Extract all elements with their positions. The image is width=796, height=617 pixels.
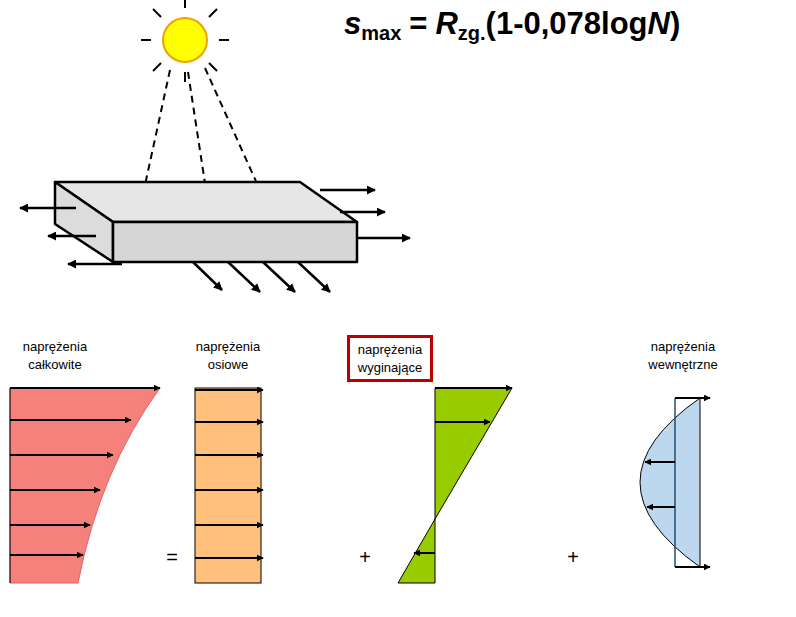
slab: [55, 182, 357, 262]
formula-part: N: [648, 6, 670, 41]
fatigue-formula: smax =Rzg.(1-0,078logN): [344, 6, 680, 45]
operator: =: [166, 546, 178, 569]
formula-part: s: [344, 6, 361, 41]
bending-stress-diagram: [398, 388, 512, 583]
operator: +: [567, 546, 579, 569]
formula-part: (1-0,078log: [486, 6, 648, 41]
total-stress-diagram: [10, 388, 160, 583]
formula-part: R: [435, 6, 457, 41]
internal-stress-diagram: [640, 398, 710, 567]
highlight-box: naprężenia wyginające: [347, 335, 433, 382]
formula-part: zg.: [458, 22, 486, 44]
sun: [141, 0, 229, 82]
formula-part: max: [361, 22, 401, 44]
axial-stress-diagram: [195, 388, 263, 583]
slab-stress-arrows: [20, 190, 410, 292]
stress-label: naprężenia całkowite: [23, 338, 87, 373]
formula-part: =: [409, 6, 427, 41]
formula-part: ): [670, 6, 680, 41]
stress-label: naprężenia wewnętrzne: [648, 338, 717, 373]
stress-label: naprężenia wyginające: [358, 341, 422, 376]
stress-label: naprężenia osiowe: [196, 338, 260, 373]
operator: +: [359, 546, 371, 569]
